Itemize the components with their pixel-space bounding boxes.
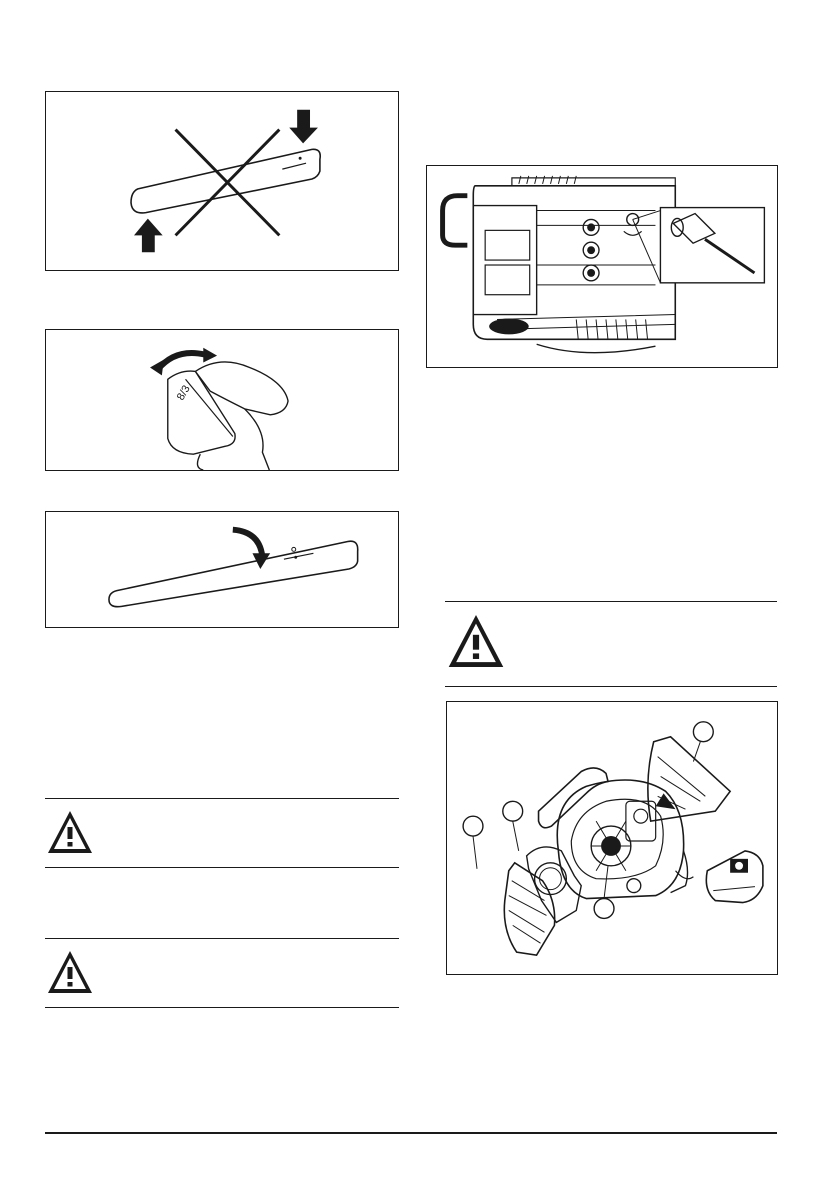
carburetor-screws-icon (427, 166, 777, 367)
exploded-chainsaw-icon (447, 702, 777, 974)
guide-bar-rotate-icon (46, 512, 398, 627)
figure-turn-bar-hands: 8/3 (45, 329, 399, 471)
warning-triangle-icon (45, 947, 95, 997)
warning-box-3 (445, 601, 777, 687)
figure-carburetor-screws (426, 165, 778, 368)
footer-rule (45, 1132, 777, 1134)
figure-turn-bar (45, 511, 399, 628)
warning-triangle-icon (445, 610, 507, 672)
hands-turning-bar-icon: 8/3 (46, 330, 398, 470)
warning-box-1 (45, 798, 399, 868)
crossed-out-bar-icon (46, 92, 398, 270)
warning-box-2 (45, 938, 399, 1008)
figure-chainsaw-exploded (446, 701, 778, 975)
warning-triangle-icon (45, 807, 95, 857)
figure-incorrect-bar (45, 91, 399, 271)
